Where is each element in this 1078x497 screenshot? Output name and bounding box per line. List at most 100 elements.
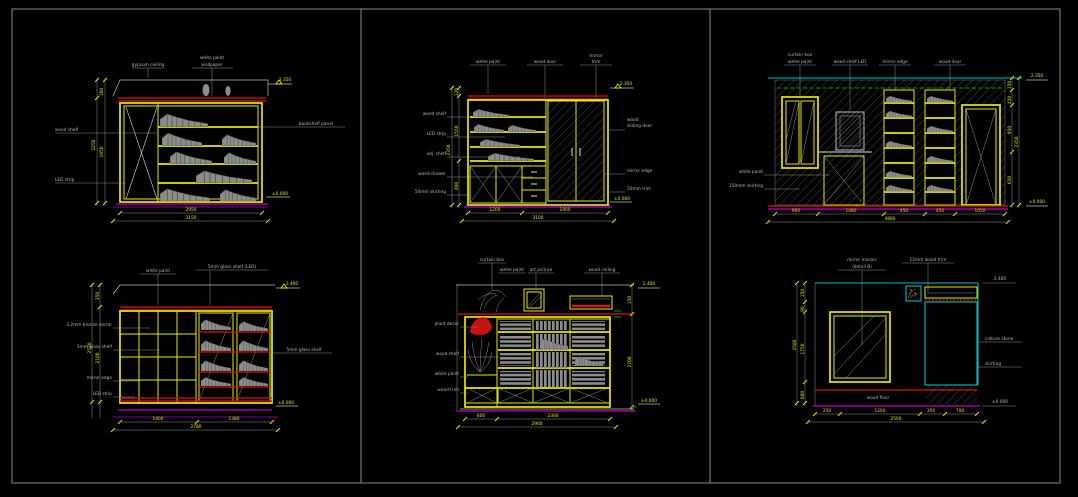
dim-label: 1200 (490, 207, 501, 213)
vase-decor (202, 84, 231, 96)
dim-label: 600 (477, 413, 485, 419)
annotation-label: white paint (476, 59, 500, 65)
dim-label: 2250 (91, 139, 97, 150)
dim-label: 2580 (792, 339, 798, 350)
dim-lines (1009, 75, 1022, 208)
dim-label: 150 (1007, 81, 1013, 89)
dim-label: 1550 (454, 125, 460, 136)
dim-lines (94, 77, 271, 224)
annotation-label: wallpaper (201, 62, 222, 68)
mirror-panel (829, 311, 891, 383)
svg-text:2.350: 2.350 (1031, 73, 1044, 79)
dim-label: 120 (454, 88, 460, 96)
dim-label: 1080 (846, 208, 857, 214)
annotation-label: (detail B) (852, 264, 872, 270)
annotation-label: mirror edge (627, 168, 653, 174)
elevation-mark-bottom: ±0.000 (630, 398, 660, 408)
dim-lines (110, 419, 281, 433)
dim-label: 1950 (99, 146, 105, 157)
base-doors-drawers (469, 165, 547, 204)
dim-label: 1750 (800, 343, 806, 354)
dim-label: 450 (1007, 96, 1013, 104)
annotation-label: LED strip (55, 177, 75, 183)
dim-label: 450 (900, 208, 908, 214)
elevation-mirror-wall: mirror mosaic (detail B) 12mm wood trim (792, 257, 1022, 425)
elevation-mark-top: 2.400 (638, 281, 660, 289)
curtain-plant-sketch (477, 290, 507, 313)
annotation-label: mirror edge (882, 59, 908, 65)
dim-label: 2100 (95, 352, 101, 363)
dim-label: 160 (99, 88, 105, 96)
annotation-label: white paint (500, 267, 524, 273)
dim-label: 2780 (191, 424, 202, 430)
dim-label: 350 (95, 292, 101, 300)
dim-label: 900 (792, 208, 800, 214)
dim-lines (805, 411, 987, 425)
plant-with-red-flower (467, 317, 497, 376)
svg-text:±0.000: ±0.000 (641, 398, 657, 404)
svg-text:2.400: 2.400 (286, 281, 299, 287)
elevation-mark-bottom: ±0.000 (982, 399, 1016, 407)
annotation-label: mirror (589, 53, 602, 59)
elevation-mark-bottom: ±0.000 (276, 400, 298, 407)
valance-box (569, 295, 613, 310)
sliding-mirror-doors (547, 100, 605, 202)
cabinet-body (119, 310, 273, 404)
annotation-label: wood door (939, 59, 962, 65)
dim-label: 2700 (627, 356, 633, 367)
annotation-label: wood door (534, 59, 557, 65)
dim-label: 250 (823, 408, 831, 414)
annotation-label: wood drawer (418, 171, 446, 177)
annotation-label: 5mm glass shelf (286, 347, 322, 353)
dim-label: 700 (956, 408, 964, 414)
dim-label: 400 (454, 182, 460, 190)
cabinet-body (119, 102, 263, 203)
annotation-label: wood shelf (423, 111, 447, 117)
annotation-label: curtain box (788, 52, 813, 58)
annotation-label: art picture (530, 267, 553, 273)
annotation-label: 50mm skirting (415, 189, 446, 195)
shelf-column-a (883, 89, 915, 206)
annotation-label: trim (592, 59, 601, 65)
annotation-label: 5mm glass shelf (77, 344, 113, 350)
dim-label: 1900 (560, 207, 571, 213)
annotation-label: white paint (146, 268, 170, 274)
svg-text:±0.000: ±0.000 (1029, 199, 1045, 205)
elevation-wardrobe: white paint wood door mirror trim 2.350 … (415, 53, 653, 224)
dim-label: 150 (627, 296, 633, 304)
annotation-label: sliding door (627, 123, 652, 129)
brick-column (924, 301, 978, 386)
elevation-mark-bottom: ±0.000 (266, 191, 290, 198)
svg-text:±0.000: ±0.000 (272, 191, 288, 197)
console-cabinet (818, 151, 872, 206)
floor-hatch (925, 386, 977, 404)
dim-label: 3150 (186, 215, 197, 221)
glass-cabinets (198, 312, 271, 402)
annotation-label: skirting (985, 361, 1001, 367)
elevation-mark-top: 2.350 (1026, 73, 1048, 81)
countertop-line (112, 79, 269, 97)
elevation-mark-bottom: ±0.000 (610, 196, 632, 203)
dim-label: 1050 (975, 208, 986, 214)
picture-frame (835, 111, 865, 151)
dim-label: 450 (936, 208, 944, 214)
dim-lines (629, 282, 635, 413)
door (961, 104, 1001, 206)
annotation-label: white paint (435, 371, 459, 377)
annotation-label: bookshelf panel (299, 121, 333, 127)
annotation-label: wood floor (867, 395, 890, 401)
annotation-label: gypsum ceiling (132, 62, 165, 68)
annotation-label: mirror edge (87, 375, 113, 381)
dim-label: 2300 (548, 413, 559, 419)
dim-lines (794, 280, 808, 406)
dim-label: 2900 (532, 421, 543, 427)
dim-label: 80 (800, 306, 806, 312)
dim-label: 2950 (186, 207, 197, 213)
svg-text:±0.000: ±0.000 (614, 196, 630, 202)
dim-label: 600 (800, 391, 806, 399)
svg-text:2.350: 2.350 (279, 77, 292, 83)
elevation-mark-top: 2.400 (982, 276, 1016, 284)
sheet-border (11, 8, 1061, 484)
